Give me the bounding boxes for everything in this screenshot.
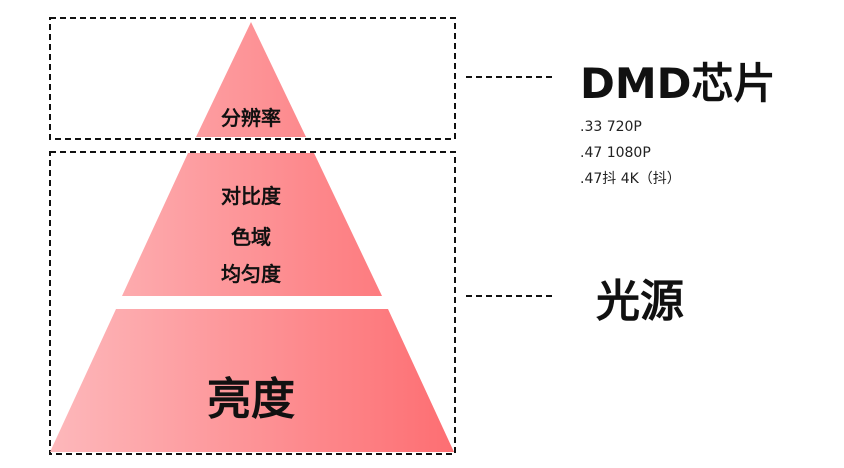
light-source-dashed-box [49,151,456,455]
dmd-spec-item: .47抖 4K（抖） [580,171,681,187]
dmd-spec-item: .47 1080P [580,145,651,161]
pyramid-bottom-tier [50,309,454,452]
middle-tier-label-uniformity: 均匀度 [221,262,282,286]
middle-tier-label-gamut: 色域 [231,225,271,249]
dmd-dashed-box [49,17,456,140]
dmd-chip-title: DMD芯片 [580,59,776,108]
dmd-spec-item: .33 720P [580,119,642,135]
pyramid-top-tier [196,22,306,137]
pyramid-middle-tier [122,153,382,296]
light-source-title: 光源 [596,276,684,327]
middle-tier-label-contrast: 对比度 [221,184,282,208]
bottom-tier-label: 亮度 [207,374,295,425]
top-tier-label: 分辨率 [221,106,281,130]
